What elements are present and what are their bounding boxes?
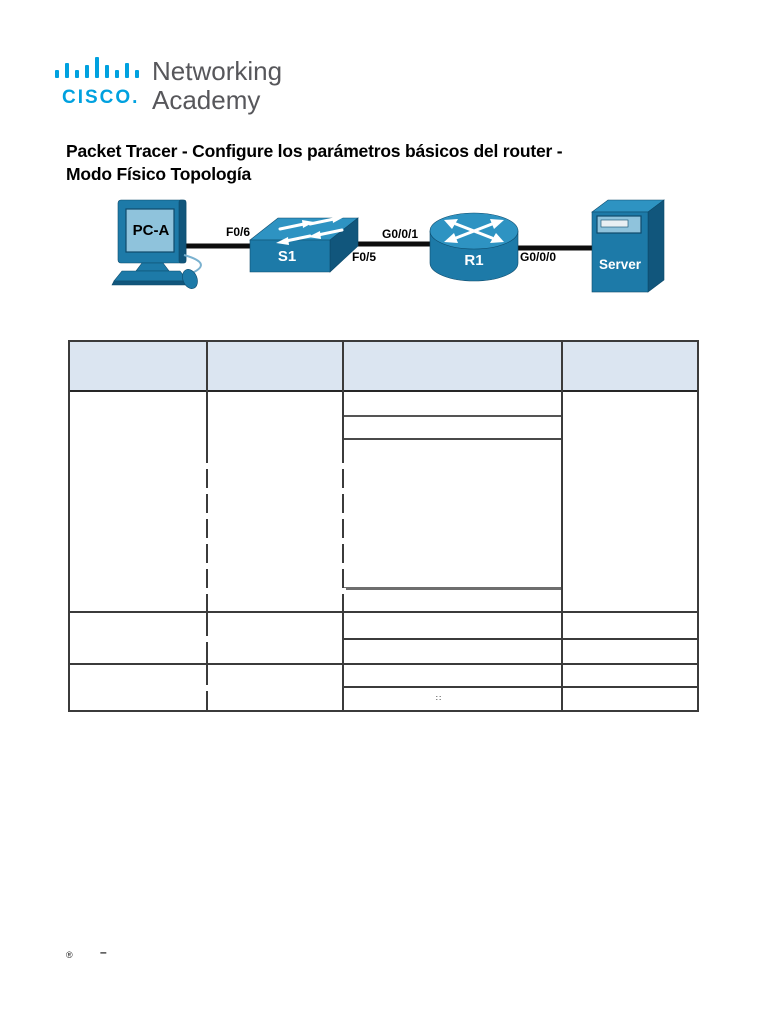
server-icon [591, 199, 665, 293]
table-border-gap [206, 685, 210, 691]
page-title-line-1: Packet Tracer - Configure los parámetros… [66, 141, 563, 161]
table-placeholder-glyph: :: [435, 695, 443, 702]
addressing-table: :: [68, 340, 699, 712]
server-label: Server [598, 257, 642, 272]
router-icon [429, 212, 519, 282]
table-column-border-1 [206, 342, 208, 710]
table-border-gap [342, 588, 346, 594]
router-label: R1 [464, 252, 484, 269]
table-header-cell-gateway [563, 342, 697, 390]
table-row-border [70, 663, 697, 665]
page-title-line-2: Modo Físico Topología [66, 164, 252, 184]
table-border-gap [206, 513, 210, 519]
table-border-gap [206, 636, 210, 642]
table-border-gap [206, 488, 210, 494]
topology-diagram [111, 199, 665, 293]
cisco-logo-icon [55, 56, 145, 78]
page-title: Packet Tracer - Configure los parámetros… [66, 140, 696, 186]
table-subrow-border [344, 587, 561, 590]
table-subrow-border [344, 415, 561, 417]
table-header-cell-address [344, 342, 563, 390]
cisco-wordmark: CISCO. [62, 87, 140, 108]
table-header-row [70, 342, 697, 392]
table-border-gap [206, 588, 210, 594]
table-border-gap [206, 463, 210, 469]
table-border-gap [342, 513, 346, 519]
interface-label-g0-0-1: G0/0/1 [382, 227, 419, 241]
footer-registered-mark: ® [66, 950, 73, 960]
switch-label: S1 [277, 248, 297, 265]
table-border-gap [342, 538, 346, 544]
logo-networking-text: Networking [152, 56, 283, 86]
table-header-cell-interface [208, 342, 344, 390]
table-border-gap [342, 463, 346, 469]
interface-label-f0-6: F0/6 [226, 225, 251, 239]
table-row-border [70, 611, 697, 613]
table-column-border-3 [561, 342, 563, 710]
table-column-border-2 [342, 342, 344, 710]
footer-dash: – [100, 945, 107, 959]
logo-academy-text: Academy [152, 85, 261, 115]
table-border-gap [206, 538, 210, 544]
pc-icon [111, 199, 202, 289]
table-header-cell-device [70, 342, 208, 390]
interface-label-f0-5: F0/5 [352, 250, 377, 264]
table-subrow-border [344, 438, 561, 440]
table-border-gap [342, 563, 346, 569]
pc-label: PC-A [132, 222, 170, 239]
table-subrow-border [344, 686, 697, 688]
switch-icon [249, 215, 359, 273]
interface-label-g0-0-0: G0/0/0 [520, 250, 557, 264]
table-border-gap [342, 488, 346, 494]
table-border-gap [206, 563, 210, 569]
table-subrow-border [344, 638, 697, 640]
